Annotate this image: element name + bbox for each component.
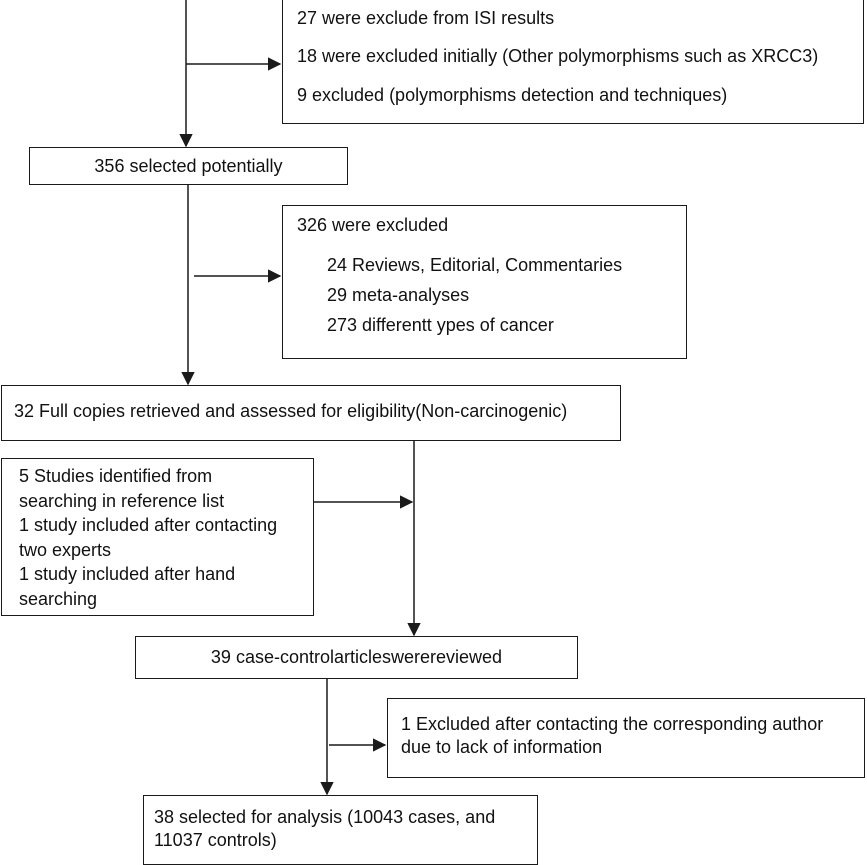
- selected-potentially-box: 356 selected potentially: [29, 147, 348, 185]
- final-analysis-box: 38 selected for analysis (10043 cases, a…: [143, 795, 538, 865]
- additional-line-3: 1 study included after contacting: [19, 515, 278, 535]
- selected-potentially-text: 356 selected potentially: [94, 156, 283, 176]
- additional-line-2: searching in reference list: [19, 490, 225, 511]
- additional-line-1: 5 Studies identified from: [19, 466, 213, 486]
- exclusion-cancer-line: 273 differentt ypes of cancer: [327, 315, 554, 335]
- full-copies-text: 32 Full copies retrieved and assessed fo…: [14, 401, 568, 421]
- final-line-1: 38 selected for analysis (10043 cases, a…: [154, 807, 496, 827]
- author-exclusion-box: 1 Excluded after contacting the correspo…: [387, 698, 865, 778]
- author-exclusion-line-2: due to lack of information: [401, 737, 603, 757]
- final-line-2: 11037 controls): [154, 830, 277, 850]
- additional-line-6: searching: [19, 588, 98, 609]
- exclusion-reviews-line: 24 Reviews, Editorial, Commentaries: [327, 255, 623, 275]
- reviewed-box: 39 case-controlarticleswerereviewed: [135, 636, 578, 679]
- exclusion-initial-line: 18 were excluded initially (Other polymo…: [297, 46, 819, 66]
- additional-line-5: 1 study included after hand: [19, 564, 236, 584]
- exclusion-box-top: 27 were exclude from ISI results 18 were…: [282, 0, 864, 124]
- author-exclusion-line-1: 1 Excluded after contacting the correspo…: [401, 714, 824, 734]
- exclusion-mid-title: 326 were excluded: [297, 215, 449, 235]
- full-copies-box: 32 Full copies retrieved and assessed fo…: [1, 385, 621, 441]
- exclusion-meta-line: 29 meta-analyses: [327, 285, 470, 305]
- additional-line-4: two experts: [19, 539, 112, 560]
- exclusion-techniques-line: 9 excluded (polymorphisms detection and …: [297, 85, 728, 105]
- additional-studies-box: 5 Studies identified from searching in r…: [1, 458, 314, 616]
- exclusion-isi-line: 27 were exclude from ISI results: [297, 8, 555, 28]
- reviewed-text: 39 case-controlarticleswerereviewed: [210, 647, 503, 667]
- exclusion-box-mid: 326 were excluded 24 Reviews, Editorial,…: [282, 205, 687, 359]
